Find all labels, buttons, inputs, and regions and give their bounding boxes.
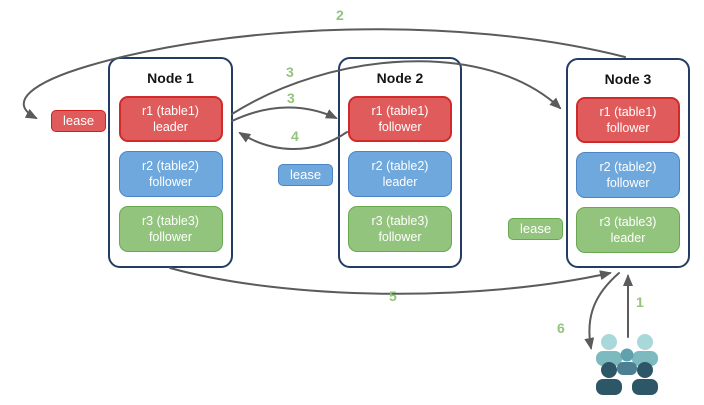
node3-replica-r3: r3 (table3) leader [576, 207, 680, 253]
replica-role: follower [148, 230, 193, 244]
node-3-box: Node 3 r1 (table1) follower r2 (table2) … [566, 58, 690, 268]
replica-name: r1 (table1) [371, 103, 429, 118]
node1-replica-r1: r1 (table1) leader [118, 96, 223, 142]
people-group-icon [596, 334, 658, 395]
node-3-title: Node 3 [604, 71, 652, 87]
replica-name: r2 (table2) [142, 158, 199, 173]
step-label-6: 6 [557, 320, 565, 336]
step-label-3b: 3 [287, 90, 295, 106]
node1-replica-r2: r2 (table2) follower [118, 151, 223, 197]
replica-name: r3 (table3) [142, 213, 199, 228]
node-2-title: Node 2 [376, 70, 424, 86]
node3-replica-r1: r1 (table1) follower [576, 97, 680, 143]
step-label-5: 5 [389, 288, 397, 304]
node3-replica-r2: r2 (table2) follower [576, 152, 680, 198]
replica-role: follower [606, 176, 650, 190]
replica-name: r2 (table2) [599, 159, 657, 174]
replica-role: leader [153, 120, 188, 134]
replica-role: follower [378, 230, 422, 244]
replica-role: follower [148, 175, 193, 189]
step-label-3a: 3 [286, 64, 294, 80]
replica-name: r2 (table2) [371, 158, 429, 173]
replica-role: follower [378, 120, 422, 134]
step-label-2: 2 [336, 7, 344, 23]
arrow-step-3-to-node2 [231, 106, 338, 122]
node2-replica-r1: r1 (table1) follower [348, 96, 452, 142]
node2-replica-r2: r2 (table2) leader [348, 151, 452, 197]
node-1-box: Node 1 r1 (table1) leader r2 (table2) fo… [108, 57, 233, 268]
replica-role: leader [382, 175, 418, 189]
replica-name: r3 (table3) [599, 214, 657, 229]
replica-role: leader [610, 231, 646, 245]
replica-name: r3 (table3) [371, 213, 429, 228]
replica-name: r1 (table1) [599, 104, 657, 119]
node2-replica-r3: r3 (table3) follower [348, 206, 452, 252]
replica-role: follower [606, 121, 650, 135]
lease-label-blue: lease [278, 164, 334, 186]
replica-name: r1 (table1) [142, 103, 199, 118]
node1-replica-r3: r3 (table3) follower [118, 206, 223, 252]
node-1-title: Node 1 [147, 70, 194, 86]
lease-label-green: lease [508, 218, 564, 240]
node-2-box: Node 2 r1 (table1) follower r2 (table2) … [338, 57, 462, 268]
lease-label-red: lease [51, 110, 107, 132]
step-label-4: 4 [291, 128, 299, 144]
step-label-1: 1 [636, 294, 644, 310]
